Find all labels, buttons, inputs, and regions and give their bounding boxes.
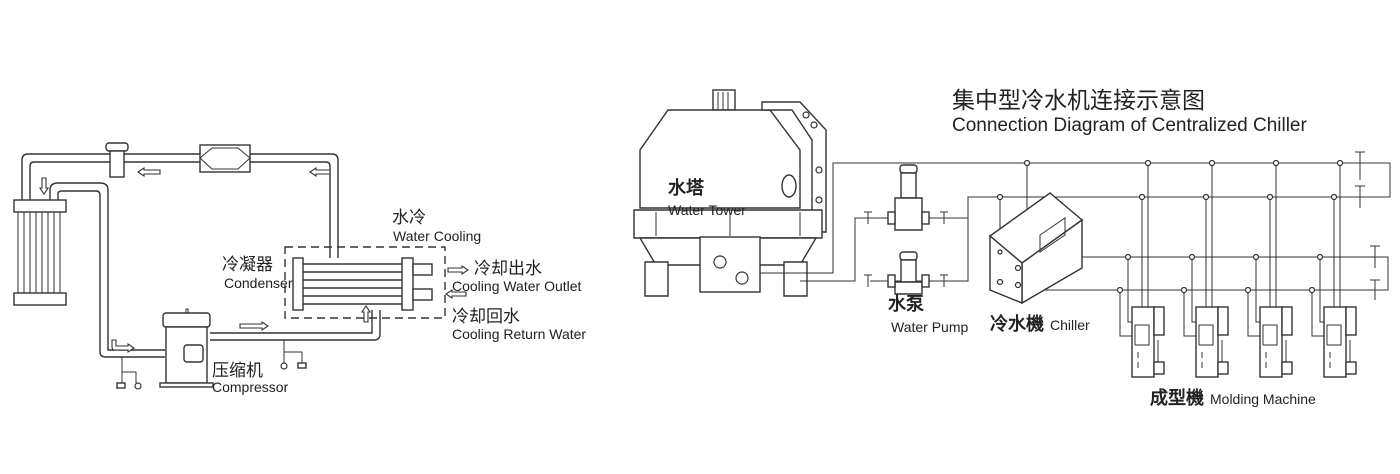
pipe-junction xyxy=(1266,193,1274,201)
compressor-label-cn: 压缩机 xyxy=(212,361,263,381)
pipe-junction xyxy=(1244,286,1252,294)
compressor-label-en: Compressor xyxy=(212,379,289,395)
cooling-water-outlet-label-en: Cooling Water Outlet xyxy=(452,278,582,294)
evaporator-coil xyxy=(13,199,67,306)
filter-drier xyxy=(105,142,129,178)
pipe-junction xyxy=(1188,253,1196,261)
water-pump-top xyxy=(887,164,930,231)
water-cooling-label-en: Water Cooling xyxy=(393,228,481,244)
flow-arrows xyxy=(38,166,469,354)
pipe-junction xyxy=(1330,193,1338,201)
cooling-return-water-label-cn: 冷却回水 xyxy=(452,307,520,327)
pipe-junction xyxy=(1124,253,1132,261)
condenser-label-cn: 冷凝器 xyxy=(222,255,273,275)
branch-pipe xyxy=(1183,163,1213,337)
pipe-junction xyxy=(1116,286,1124,294)
cooling-return-water-label-en: Cooling Return Water xyxy=(452,326,586,342)
pipe-junction xyxy=(1336,159,1344,167)
pipe-junction xyxy=(1208,159,1216,167)
branch-pipe xyxy=(1311,163,1341,337)
water-pump-bottom xyxy=(887,251,930,295)
pipe-junction xyxy=(1023,159,1031,167)
water-tower-label-cn: 水塔 xyxy=(668,177,705,199)
water-tower: 水塔 Water Tower xyxy=(633,89,827,297)
molding-machine-label-en: Molding Machine xyxy=(1210,391,1316,407)
pipe-junction xyxy=(1272,159,1280,167)
condenser xyxy=(292,257,433,311)
title-cn: 集中型冷水机连接示意图 xyxy=(952,88,1205,114)
water-pump-label-cn: 水泵 xyxy=(888,293,924,315)
pipe-junction xyxy=(1144,159,1152,167)
pipe-junction xyxy=(1202,193,1210,201)
branch-pipe xyxy=(1119,163,1149,337)
title-en: Connection Diagram of Centralized Chille… xyxy=(952,115,1308,136)
compressor xyxy=(159,308,214,388)
water-pump-label-en: Water Pump xyxy=(891,319,968,335)
water-cooling-box xyxy=(284,246,446,319)
chiller-label-cn: 冷水機 xyxy=(990,313,1044,335)
molding-machines xyxy=(996,159,1357,378)
pipe-junction xyxy=(1180,286,1188,294)
molding-machine-label-cn: 成型機 xyxy=(1150,387,1204,409)
chiller-label-en: Chiller xyxy=(1050,317,1090,333)
cooling-water-outlet-label-cn: 冷却出水 xyxy=(474,259,542,279)
expansion-valve xyxy=(199,144,251,173)
condenser-label-en: Condenser xyxy=(224,275,293,291)
branch-pipe xyxy=(1247,163,1277,337)
pipe-junction xyxy=(1252,253,1260,261)
chiller-unit xyxy=(988,192,1084,305)
pipe-junction xyxy=(1316,253,1324,261)
chiller-label: 冷水機 Chiller xyxy=(990,313,1090,335)
refrigeration-cycle: 水冷 Water Cooling 冷凝器 Condenser 冷却出水 Cool… xyxy=(13,142,586,395)
water-tower-label-en: Water Tower xyxy=(668,202,746,218)
pipe-junction xyxy=(1138,193,1146,201)
top-pipe xyxy=(21,153,339,258)
pipe-junction xyxy=(996,193,1004,201)
water-cooling-label-cn: 水冷 xyxy=(392,208,426,228)
pipe-junction xyxy=(1308,286,1316,294)
